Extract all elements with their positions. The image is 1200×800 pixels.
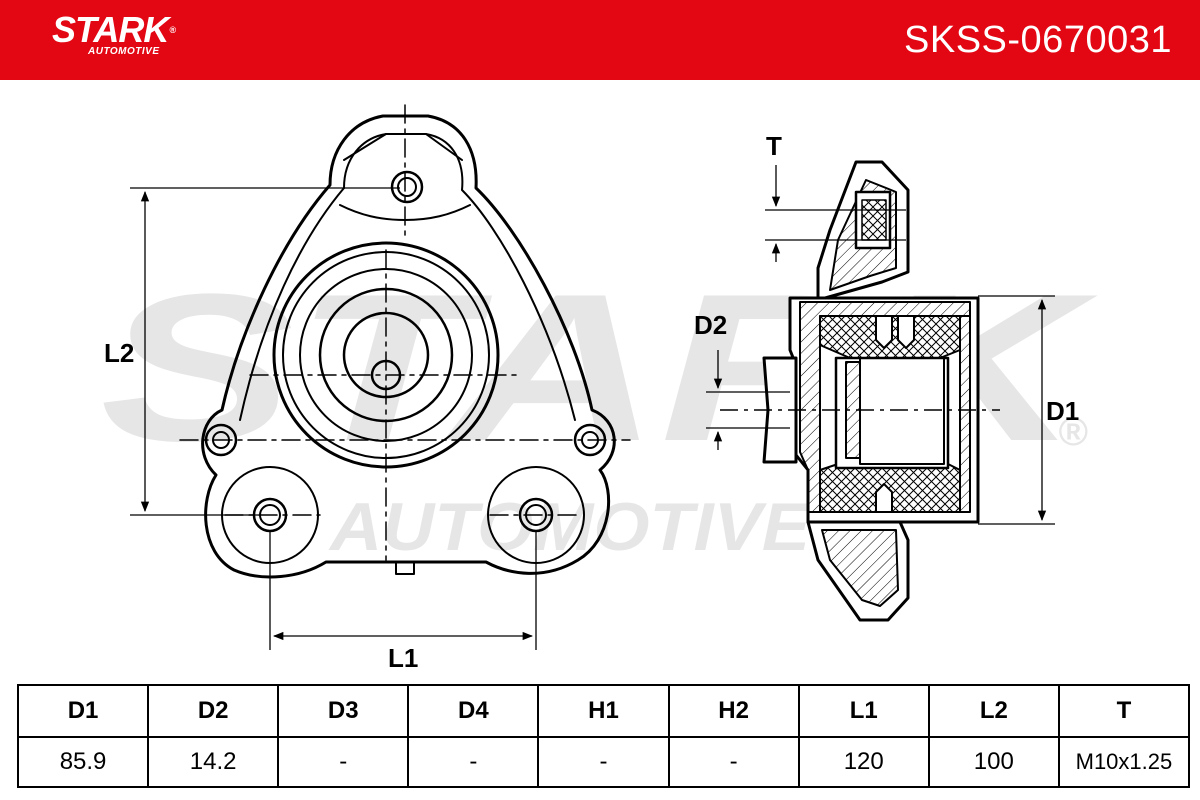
- watermark-registered: ®: [1058, 410, 1088, 454]
- spec-header-h1: H1: [537, 684, 670, 738]
- spec-header-d1: D1: [16, 684, 150, 738]
- spec-header-t: T: [1057, 684, 1191, 738]
- spec-value-d4: -: [407, 736, 540, 788]
- section-dimensions: [706, 165, 1055, 525]
- watermark-sub: AUTOMOTIVE: [328, 489, 813, 565]
- spec-value-h1: -: [537, 736, 670, 788]
- section-view: [720, 160, 1000, 622]
- part-number: SKSS-0670031: [904, 19, 1172, 61]
- dim-label-d1: D1: [1046, 396, 1079, 426]
- spec-header-h2: H2: [667, 684, 800, 738]
- registered-mark: ®: [169, 25, 176, 35]
- dim-label-l1: L1: [388, 643, 418, 673]
- technical-drawing: STARK AUTOMOTIVE ®: [100, 104, 1098, 673]
- spec-value-h2: -: [667, 736, 800, 788]
- stark-logo: STARK® AUTOMOTIVE: [52, 9, 176, 58]
- spec-header-d4: D4: [407, 684, 540, 738]
- spec-table: D1 D2 D3 D4 H1 H2 L1 L2 T 85.9 14.2 - - …: [16, 684, 1191, 788]
- spec-value-l1: 120: [797, 736, 930, 788]
- spec-value-row: 85.9 14.2 - - - - 120 100 M10x1.25: [16, 736, 1191, 788]
- dim-label-d2: D2: [694, 310, 727, 340]
- logo-text: STARK: [52, 9, 169, 50]
- dim-label-l2: L2: [104, 338, 134, 368]
- spec-header-d2: D2: [147, 684, 280, 738]
- header-banner: STARK® AUTOMOTIVE SKSS-0670031: [0, 0, 1200, 80]
- dim-label-t: T: [766, 131, 782, 161]
- spec-value-t: M10x1.25: [1057, 736, 1191, 788]
- spec-value-l2: 100: [927, 736, 1060, 788]
- spec-value-d2: 14.2: [147, 736, 280, 788]
- spec-header-row: D1 D2 D3 D4 H1 H2 L1 L2 T: [16, 684, 1191, 738]
- spec-value-d1: 85.9: [16, 736, 150, 788]
- spec-value-d3: -: [277, 736, 410, 788]
- spec-header-l2: L2: [927, 684, 1060, 738]
- front-dimensions: [130, 187, 537, 650]
- spec-header-l1: L1: [797, 684, 930, 738]
- logo-subtitle: AUTOMOTIVE: [88, 46, 160, 57]
- spec-header-d3: D3: [277, 684, 410, 738]
